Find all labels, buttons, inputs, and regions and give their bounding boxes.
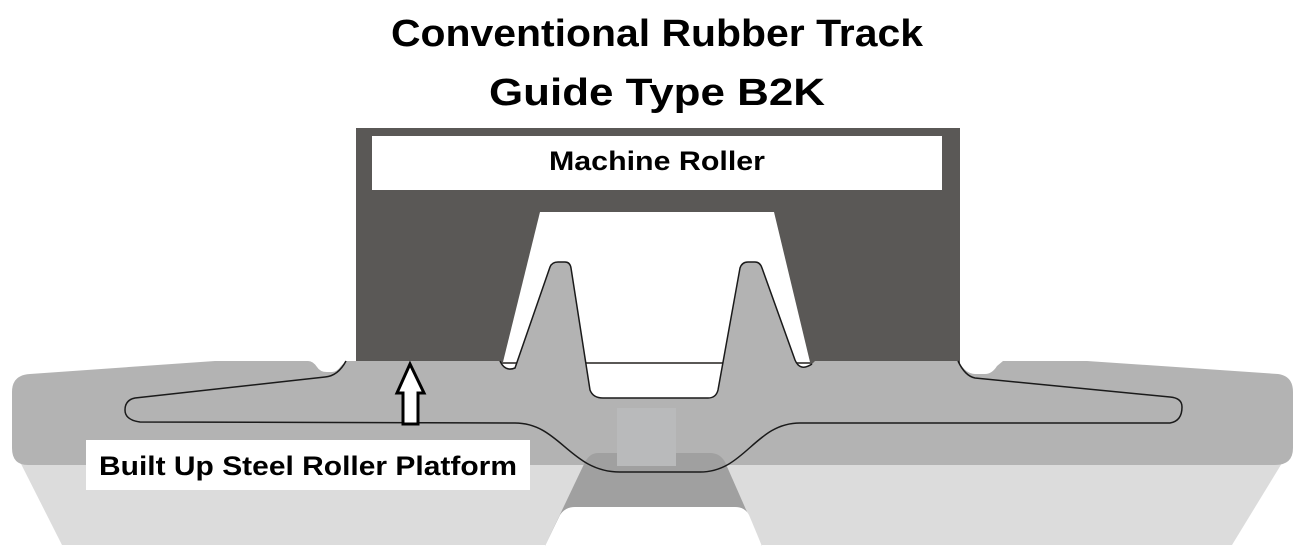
up-arrow-icon [394,360,427,426]
track-inner-outline [124,360,1183,473]
platform-center-gap [545,507,762,546]
platform-label: Built Up Steel Roller Platform [99,451,517,481]
diagram-title-line-2: Guide Type B2K [489,72,826,114]
center-marker [617,408,676,466]
machine-roller-label-box [372,136,942,190]
rubber-track [12,262,1293,465]
platform-label-box [86,440,530,490]
guide-lug-outline [499,261,813,399]
machine-roller-label: Machine Roller [549,146,766,176]
diagram-title-line-1: Conventional Rubber Track [391,13,924,55]
